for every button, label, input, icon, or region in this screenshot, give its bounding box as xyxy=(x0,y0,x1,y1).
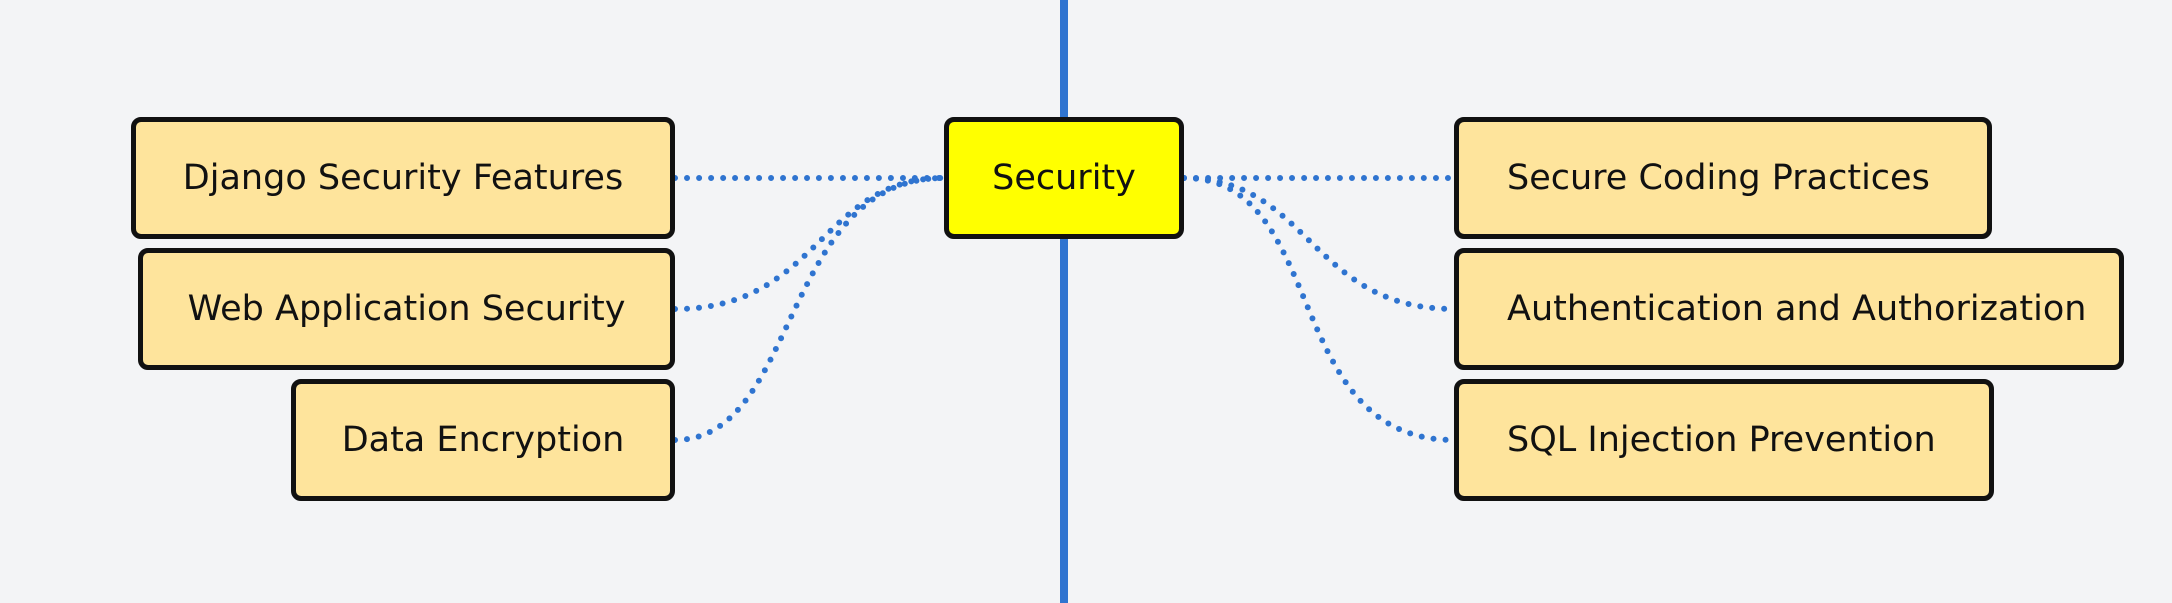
connector-data-encryption xyxy=(672,175,947,443)
connector-authentication-and-authorization xyxy=(1181,175,1457,312)
topic-django-security-features[interactable]: Django Security Features xyxy=(131,117,675,239)
topic-secure-coding-practices[interactable]: Secure Coding Practices xyxy=(1454,117,1992,239)
topic-data-encryption[interactable]: Data Encryption xyxy=(291,379,675,501)
connector-sql-injection-prevention xyxy=(1181,175,1457,443)
topic-sql-injection-prevention[interactable]: SQL Injection Prevention xyxy=(1454,379,1994,501)
topic-web-application-security[interactable]: Web Application Security xyxy=(138,248,675,370)
center-node-security[interactable]: Security xyxy=(944,117,1184,239)
topic-authentication-and-authorization[interactable]: Authentication and Authorization xyxy=(1454,248,2124,370)
connector-web-application-security xyxy=(672,175,947,312)
